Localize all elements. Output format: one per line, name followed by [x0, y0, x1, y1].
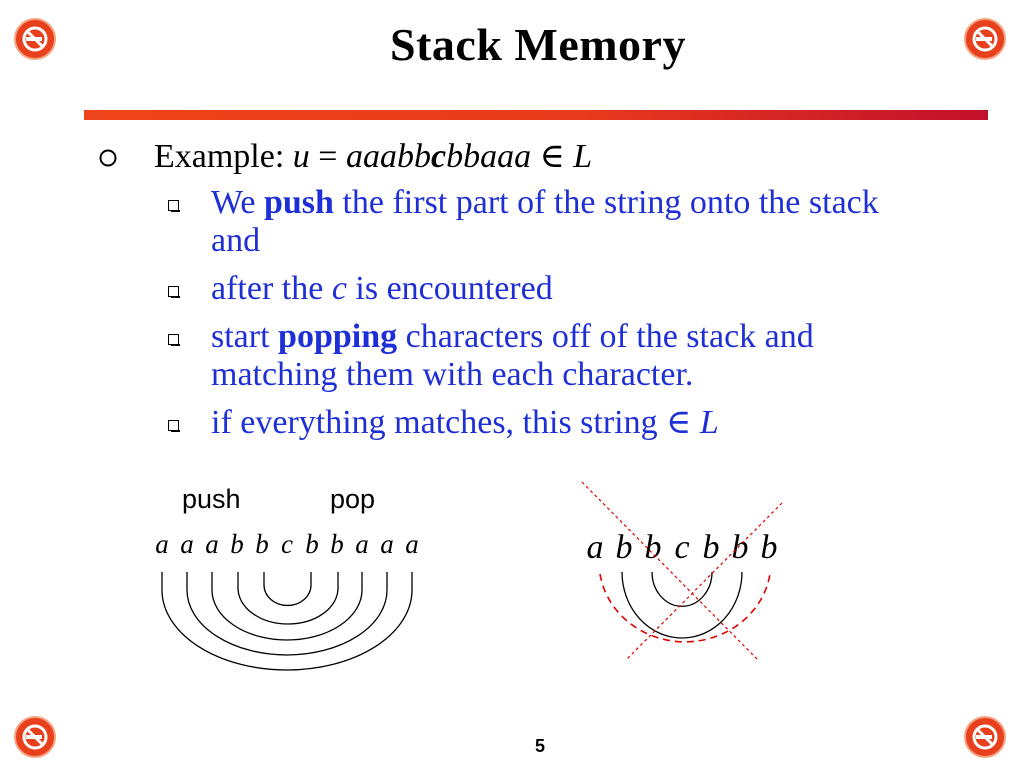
- cross-line-1: [581, 481, 759, 661]
- left-symbol-10: a: [405, 529, 419, 559]
- title-divider: [84, 110, 988, 120]
- left-symbol-2: a: [205, 529, 219, 559]
- checkbox-square-bullet-icon: [168, 420, 180, 432]
- no-smoking-icon: [962, 16, 1008, 62]
- no-smoking-icon: [962, 714, 1008, 760]
- right-symbol-2: b: [645, 529, 662, 566]
- left-symbol-7: b: [330, 529, 344, 559]
- checkbox-square-bullet-icon: [168, 334, 180, 346]
- right-symbol-4: b: [703, 529, 720, 566]
- right-arcs: [621, 571, 743, 639]
- right-arc-outer: [621, 571, 743, 639]
- right-arc-inner: [651, 571, 713, 607]
- push-label: push: [182, 484, 241, 514]
- example-text: Example: u = aaabbcbbaaa ∈ L: [154, 138, 593, 175]
- right-symbol-6: b: [761, 529, 778, 566]
- arc-3: [211, 572, 363, 641]
- left-symbol-6: b: [305, 529, 319, 559]
- left-symbol-0: a: [155, 529, 169, 559]
- arc-2: [186, 572, 388, 656]
- right-symbol-0: a: [587, 529, 604, 566]
- no-smoking-icon: [12, 16, 58, 62]
- left-symbol-8: a: [355, 529, 369, 559]
- left-symbol-4: b: [255, 529, 269, 559]
- cross-line-2: [625, 502, 783, 661]
- slide-title: Stack Memory: [390, 19, 686, 70]
- checkbox-square-bullet-icon: [168, 286, 180, 298]
- hollow-circle-bullet-icon: [99, 149, 117, 167]
- left-symbol-9: a: [380, 529, 394, 559]
- red-dashed-arc: [599, 573, 771, 643]
- right-symbol-5: b: [732, 529, 749, 566]
- arc-1: [161, 572, 413, 671]
- right-symbol-3: c: [674, 529, 689, 566]
- pop-label: pop: [330, 484, 375, 514]
- left-symbol-5: c: [281, 529, 293, 559]
- matching-arcs: [161, 572, 413, 671]
- arc-5: [263, 572, 312, 607]
- left-symbol-1: a: [180, 529, 194, 559]
- checkbox-square-bullet-icon: [168, 200, 180, 212]
- arc-4: [237, 572, 339, 625]
- left-symbol-3: b: [230, 529, 244, 559]
- no-smoking-icon: [12, 714, 58, 760]
- page-number: 5: [534, 736, 545, 756]
- right-symbol-1: b: [616, 529, 633, 566]
